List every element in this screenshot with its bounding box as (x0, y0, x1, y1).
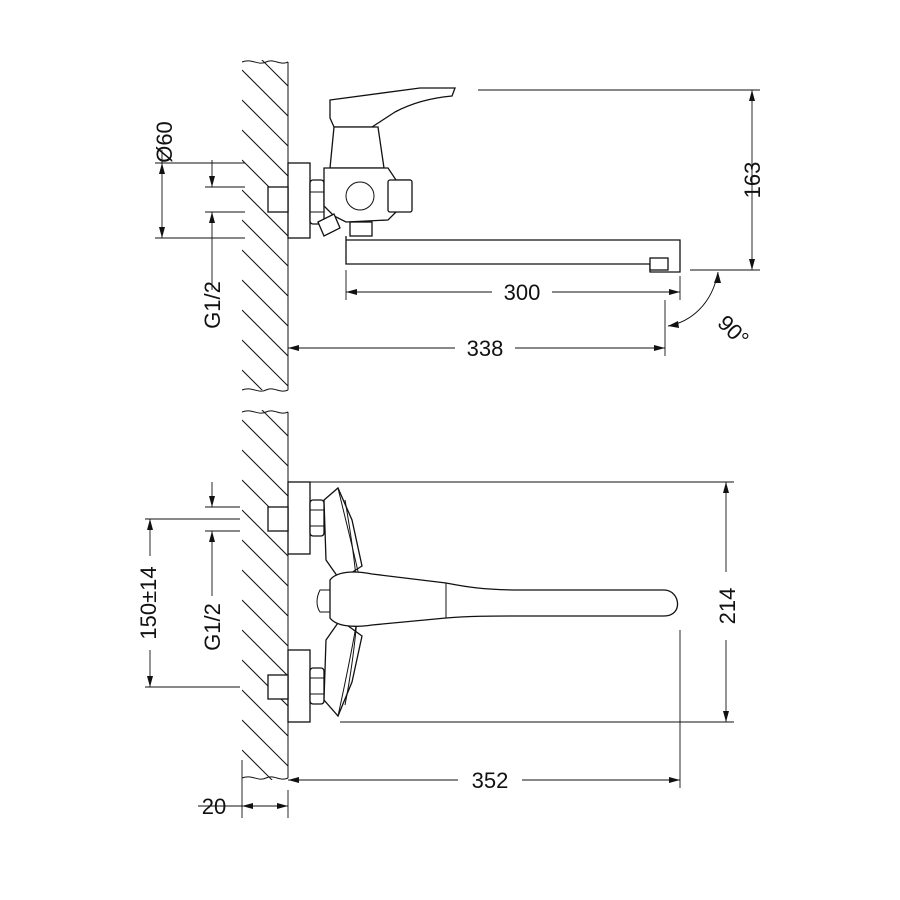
thread-dimension-front: G1/2 (200, 482, 240, 651)
wall-offset-dimension: 20 (198, 760, 289, 819)
spout-length-label: 300 (504, 280, 541, 305)
upper-connection (267, 481, 325, 555)
thread-label-side: G1/2 (200, 281, 225, 329)
wall-hatching-top (241, 60, 289, 392)
depth-label: 352 (472, 768, 509, 793)
spout-front (316, 571, 679, 627)
diameter-dimension: Ø60 (152, 121, 245, 239)
diameter-label: Ø60 (152, 121, 177, 163)
spout-length-dimension: 300 (345, 270, 681, 305)
wall-connection-top (267, 162, 325, 239)
front-view: 150±14 G1/2 214 (136, 410, 740, 819)
thread-label-front: G1/2 (200, 603, 225, 651)
mixer-body-front (323, 486, 363, 718)
angle-label: 90° (713, 310, 754, 351)
thread-dimension-side: G1/2 (200, 160, 245, 329)
height-label-side: 163 (740, 162, 765, 199)
wall-to-spout-label: 338 (467, 336, 504, 361)
wall-offset-label: 20 (202, 794, 226, 819)
height-label-front: 214 (715, 588, 740, 625)
center-distance-dimension: 150±14 (136, 518, 240, 688)
mixer-body-side (317, 87, 456, 237)
lower-connection (267, 649, 325, 723)
depth-dimension: 352 (288, 630, 681, 793)
wall-to-spout-dimension: 338 (288, 300, 666, 361)
center-distance-label: 150±14 (136, 566, 161, 639)
spout-side (345, 236, 681, 273)
swivel-angle: 90° (667, 271, 754, 351)
height-dimension-side: 163 (478, 89, 765, 271)
height-dimension-front: 214 (310, 481, 740, 723)
side-view: Ø60 G1/2 163 30 (152, 60, 765, 392)
wall-hatching-bottom (241, 410, 289, 780)
